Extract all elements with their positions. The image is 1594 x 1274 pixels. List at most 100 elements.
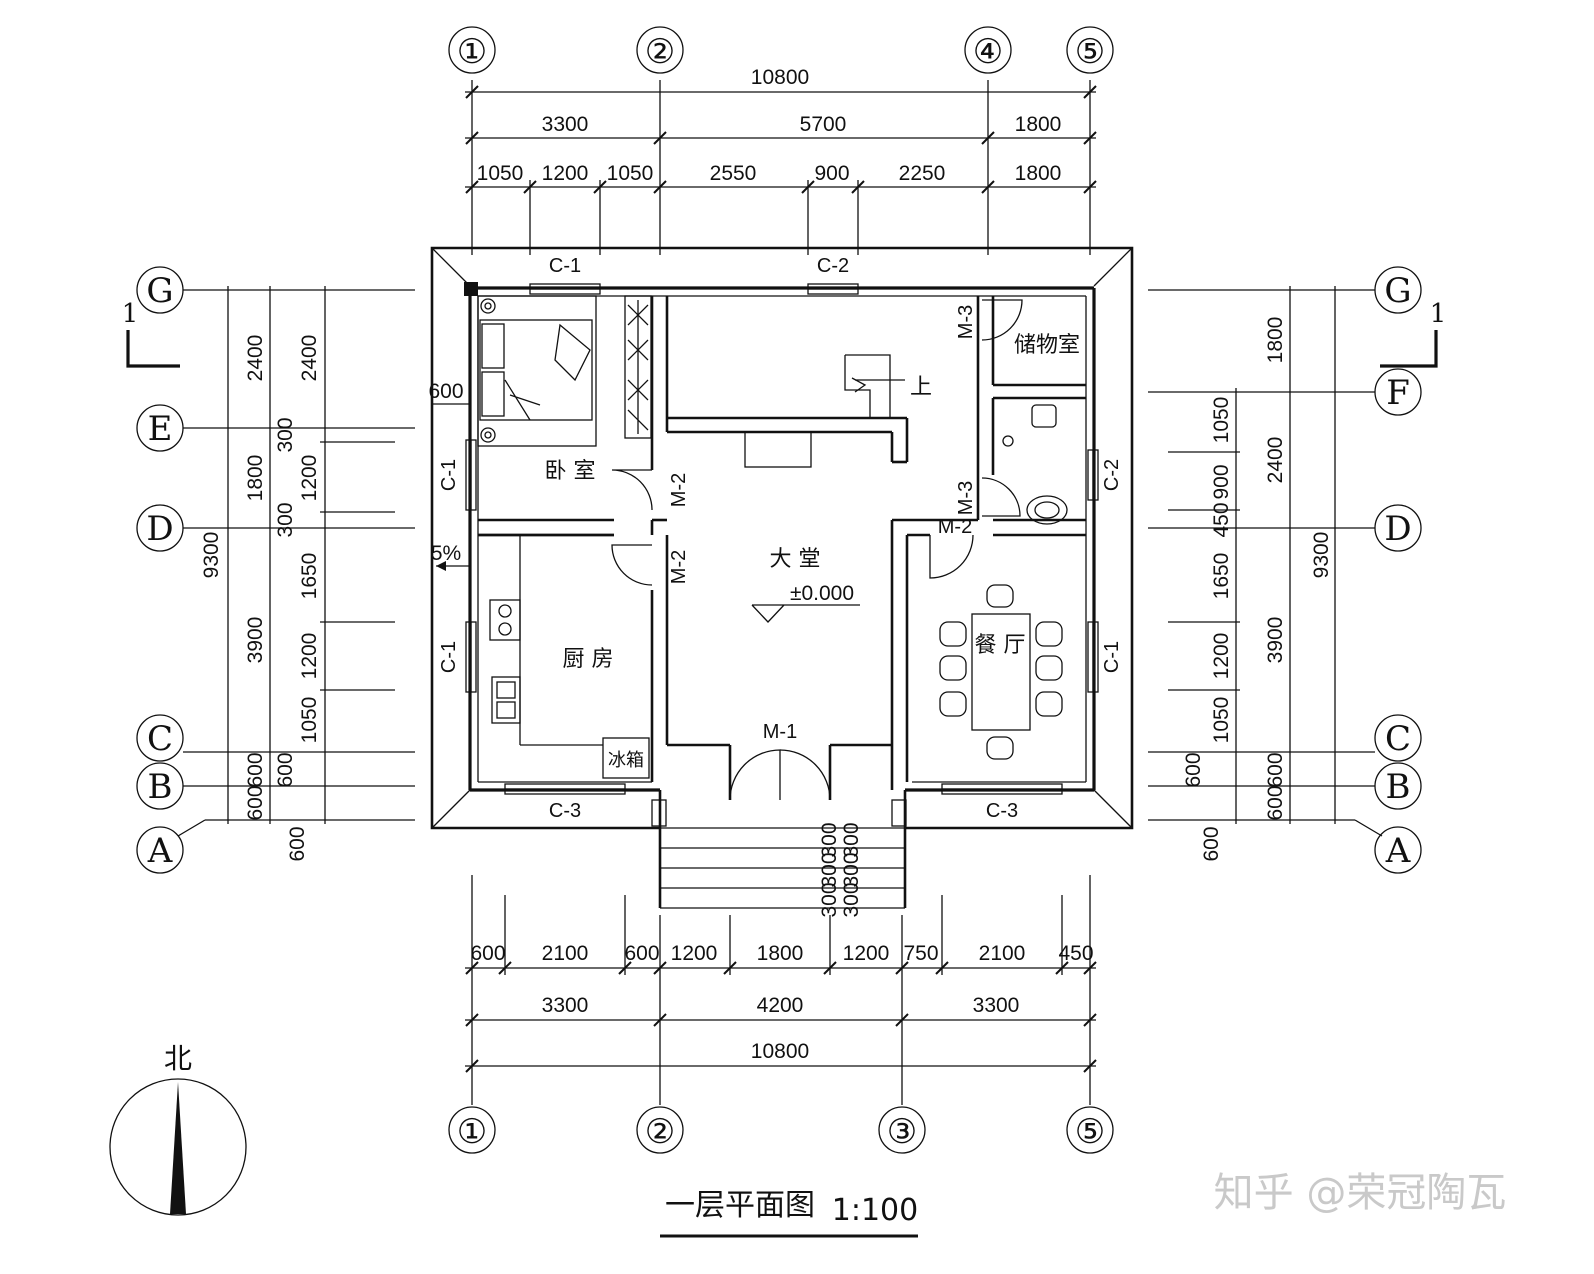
dim-right-inner-1: 1050 bbox=[1210, 397, 1233, 444]
axis-left-d: D bbox=[146, 509, 173, 549]
drawing-scale: 1:100 bbox=[832, 1193, 918, 1228]
axis-right-d: D bbox=[1384, 509, 1411, 549]
dim-top-detail-2: 1200 bbox=[542, 162, 589, 185]
dim-step-1: 300 bbox=[818, 852, 841, 887]
toilet-icon bbox=[1002, 404, 1068, 525]
dim-left-inner-8: 600 bbox=[274, 752, 297, 787]
dim-right-inner-7: 600 bbox=[1182, 752, 1205, 787]
window-c2-top-label: C-2 bbox=[817, 255, 849, 277]
section-mark-right-label: 1 bbox=[1430, 299, 1447, 329]
dim-right-outer-5: 600 bbox=[1264, 785, 1287, 820]
axis-top-1: ① bbox=[457, 32, 487, 72]
dim-right-inner-3: 450 bbox=[1210, 502, 1233, 537]
dining-table-icon bbox=[939, 584, 1063, 760]
axis-bottom-1: ① bbox=[457, 1112, 487, 1152]
dim-right-inner-2: 900 bbox=[1210, 464, 1233, 499]
dim-step-3: 300 bbox=[818, 882, 841, 917]
dim-right-outer-4: 600 bbox=[1264, 752, 1287, 787]
axis-left-a: A bbox=[147, 831, 173, 871]
dim-left-outer-1: 2400 bbox=[244, 335, 267, 382]
axis-left-g: G bbox=[146, 271, 173, 311]
dim-left-outer-4: 600 bbox=[244, 752, 267, 787]
dim-bottom-detail-8: 2100 bbox=[979, 942, 1026, 965]
axis-right-b: B bbox=[1386, 767, 1411, 807]
dim-bottom-mid-2: 4200 bbox=[757, 994, 804, 1017]
dim-step-5: 300 bbox=[818, 822, 841, 857]
dim-right-inner-4: 1650 bbox=[1210, 553, 1233, 600]
window-c3-left-label: C-3 bbox=[549, 800, 581, 822]
dim-left-outer-2: 1800 bbox=[244, 455, 267, 502]
dim-bottom-detail-6: 1200 bbox=[843, 942, 890, 965]
doors bbox=[611, 299, 1023, 801]
eave-outline bbox=[430, 246, 1134, 830]
section-mark-left-label: 1 bbox=[122, 299, 139, 329]
axis-right-f: F bbox=[1386, 373, 1410, 413]
dim-left-total: 9300 bbox=[200, 532, 223, 579]
axis-left-b: B bbox=[148, 767, 173, 807]
dim-step-2: 300 bbox=[840, 852, 863, 887]
left-axis bbox=[136, 266, 415, 874]
dim-right-inner-5: 1200 bbox=[1210, 633, 1233, 680]
stair-up-label: 上 bbox=[910, 375, 932, 400]
dim-bottom-total: 10800 bbox=[751, 1040, 809, 1063]
axis-right-a: A bbox=[1385, 831, 1411, 871]
elevation-label: ±0.000 bbox=[790, 582, 854, 605]
dim-left-inner-2: 300 bbox=[274, 417, 297, 452]
north-label: 北 bbox=[164, 1042, 192, 1075]
dim-left-inner-4: 300 bbox=[274, 502, 297, 537]
dim-step-4: 300 bbox=[840, 882, 863, 917]
axis-top-5: ⑤ bbox=[1075, 32, 1105, 72]
dim-left-outer-3: 3900 bbox=[244, 617, 267, 664]
dim-right-outer-3: 3900 bbox=[1264, 617, 1287, 664]
room-kitchen: 厨 房 bbox=[563, 647, 614, 672]
right-axis bbox=[1148, 266, 1422, 874]
dim-right-outer-2: 2400 bbox=[1264, 437, 1287, 484]
axis-top-4: ④ bbox=[973, 32, 1003, 72]
dim-bottom-mid-1: 3300 bbox=[542, 994, 589, 1017]
door-m2-dining-label: M-2 bbox=[938, 516, 972, 538]
section-mark-left bbox=[126, 330, 180, 368]
dim-right-total: 9300 bbox=[1310, 532, 1333, 579]
dim-left-inner-9: 600 bbox=[286, 826, 309, 861]
dim-right-outer-1: 1800 bbox=[1264, 317, 1287, 364]
dim-bottom-detail-2: 2100 bbox=[542, 942, 589, 965]
slope-label: 5% bbox=[431, 542, 461, 565]
window-c1-top-label: C-1 bbox=[549, 255, 581, 277]
dim-bottom-detail-7: 750 bbox=[903, 942, 938, 965]
window-c2-right-label: C-2 bbox=[1101, 459, 1123, 491]
axis-bottom-3: ③ bbox=[887, 1112, 917, 1152]
room-bedroom: 卧 室 bbox=[545, 459, 596, 484]
dim-top-detail-1: 1050 bbox=[477, 162, 524, 185]
dim-top-detail-4: 2550 bbox=[710, 162, 757, 185]
door-m3-storage-label: M-3 bbox=[955, 305, 977, 339]
dim-top-detail-3: 1050 bbox=[607, 162, 654, 185]
dim-bottom-detail-5: 1800 bbox=[757, 942, 804, 965]
axis-left-c: C bbox=[147, 719, 173, 759]
dim-step-6: 300 bbox=[840, 822, 863, 857]
drawing-title: 一层平面图 bbox=[665, 1188, 815, 1223]
dim-top-mid-3: 1800 bbox=[1015, 113, 1062, 136]
dim-eave-600: 600 bbox=[428, 380, 463, 403]
room-dining: 餐 厅 bbox=[975, 633, 1026, 658]
window-c1-left-upper-label: C-1 bbox=[438, 459, 460, 491]
dim-left-outer-5: 600 bbox=[244, 785, 267, 820]
dim-left-inner-1: 2400 bbox=[298, 335, 321, 382]
stair-icon bbox=[844, 354, 905, 418]
dim-right-inner-8: 600 bbox=[1200, 826, 1223, 861]
dim-top-detail-6: 2250 bbox=[899, 162, 946, 185]
fridge-label: 冰箱 bbox=[608, 750, 644, 771]
room-hall: 大 堂 bbox=[770, 547, 821, 572]
dim-top-mid-2: 5700 bbox=[800, 113, 847, 136]
watermark: 知乎 @荣冠陶瓦 bbox=[1214, 1170, 1507, 1216]
dim-bottom-detail-9: 450 bbox=[1058, 942, 1093, 965]
bottom-axis-bubbles bbox=[448, 1106, 1114, 1154]
dim-right-inner-6: 1050 bbox=[1210, 697, 1233, 744]
dim-top-detail-5: 900 bbox=[814, 162, 849, 185]
window-c1-right-label: C-1 bbox=[1101, 641, 1123, 673]
dim-top-detail-7: 1800 bbox=[1015, 162, 1062, 185]
dim-left-inner-6: 1200 bbox=[298, 633, 321, 680]
axis-right-g: G bbox=[1384, 271, 1411, 311]
dim-bottom-detail-4: 1200 bbox=[671, 942, 718, 965]
dim-top-total: 10800 bbox=[751, 66, 809, 89]
